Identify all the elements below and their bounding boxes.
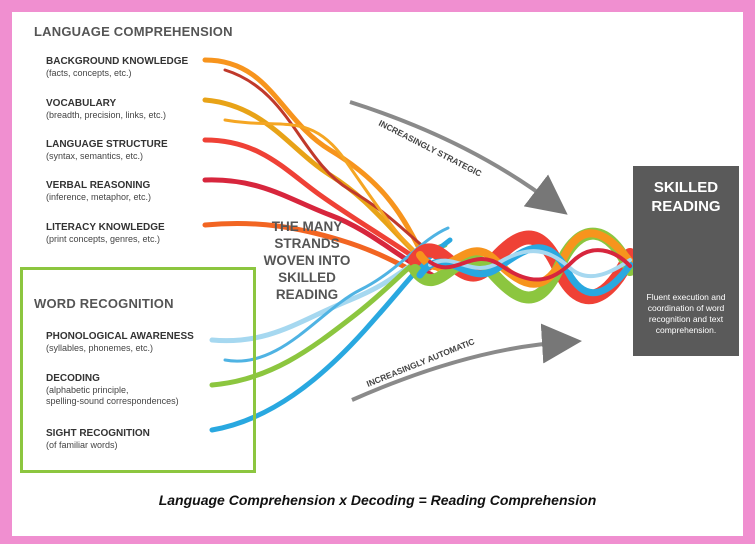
item-title: VOCABULARY <box>46 98 117 109</box>
strategic-arrow <box>349 100 568 215</box>
item-subtitle: (syllables, phonemes, etc.) <box>46 343 154 353</box>
verbal-reasoning-item: VERBAL REASONING (inference, metaphor, e… <box>46 180 216 203</box>
item-subtitle: (alphabetic principle, <box>46 385 129 395</box>
automatic-arrow <box>351 323 582 402</box>
sight-recognition-item: SIGHT RECOGNITION (of familiar words) <box>46 428 246 451</box>
item-subtitle-line2: spelling-sound correspondences) <box>46 396 179 406</box>
background-knowledge-item: BACKGROUND KNOWLEDGE (facts, concepts, e… <box>46 56 216 79</box>
item-title: VERBAL REASONING <box>46 180 151 191</box>
item-title: SIGHT RECOGNITION <box>46 428 150 439</box>
skilled-reading-box: SKILLED READING Fluent execution and coo… <box>633 166 739 356</box>
language-comprehension-title: LANGUAGE COMPREHENSION <box>34 24 233 39</box>
item-title: PHONOLOGICAL AWARENESS <box>46 331 194 342</box>
item-subtitle: (syntax, semantics, etc.) <box>46 151 144 161</box>
center-label-line: STRANDS <box>274 236 340 251</box>
literacy-knowledge-item: LITERACY KNOWLEDGE (print concepts, genr… <box>46 222 216 245</box>
item-subtitle: (inference, metaphor, etc.) <box>46 192 152 202</box>
item-title: LANGUAGE STRUCTURE <box>46 139 168 150</box>
center-label: THE MANY STRANDS WOVEN INTO SKILLED READ… <box>252 218 362 303</box>
item-title: BACKGROUND KNOWLEDGE <box>46 56 189 67</box>
skilled-reading-title: SKILLED READING <box>633 178 739 216</box>
center-label-line: WOVEN INTO <box>263 253 351 268</box>
braid <box>408 227 637 305</box>
center-label-line: SKILLED <box>278 270 336 285</box>
word-recognition-box <box>20 267 256 473</box>
center-label-line: THE MANY <box>271 219 343 234</box>
word-recognition-title: WORD RECOGNITION <box>34 296 174 311</box>
item-subtitle: (facts, concepts, etc.) <box>46 68 132 78</box>
skilled-title-line: SKILLED <box>653 179 719 196</box>
skilled-title-line: READING <box>651 198 721 215</box>
center-label-line: READING <box>275 287 339 302</box>
item-subtitle: (breadth, precision, links, etc.) <box>46 110 167 120</box>
item-title: LITERACY KNOWLEDGE <box>46 222 165 233</box>
item-subtitle: (print concepts, genres, etc.) <box>46 234 161 244</box>
skilled-reading-description: Fluent execution and coordination of wor… <box>646 292 726 335</box>
reading-equation: Language Comprehension x Decoding = Read… <box>158 492 597 508</box>
phonological-awareness-item: PHONOLOGICAL AWARENESS (syllables, phone… <box>46 331 246 354</box>
vocabulary-item: VOCABULARY (breadth, precision, links, e… <box>46 98 216 121</box>
language-structure-item: LANGUAGE STRUCTURE (syntax, semantics, e… <box>46 139 216 162</box>
language-strands <box>202 57 442 285</box>
decoding-item: DECODING (alphabetic principle, spelling… <box>46 373 251 407</box>
item-title: DECODING <box>46 373 100 384</box>
item-subtitle: (of familiar words) <box>46 440 118 450</box>
